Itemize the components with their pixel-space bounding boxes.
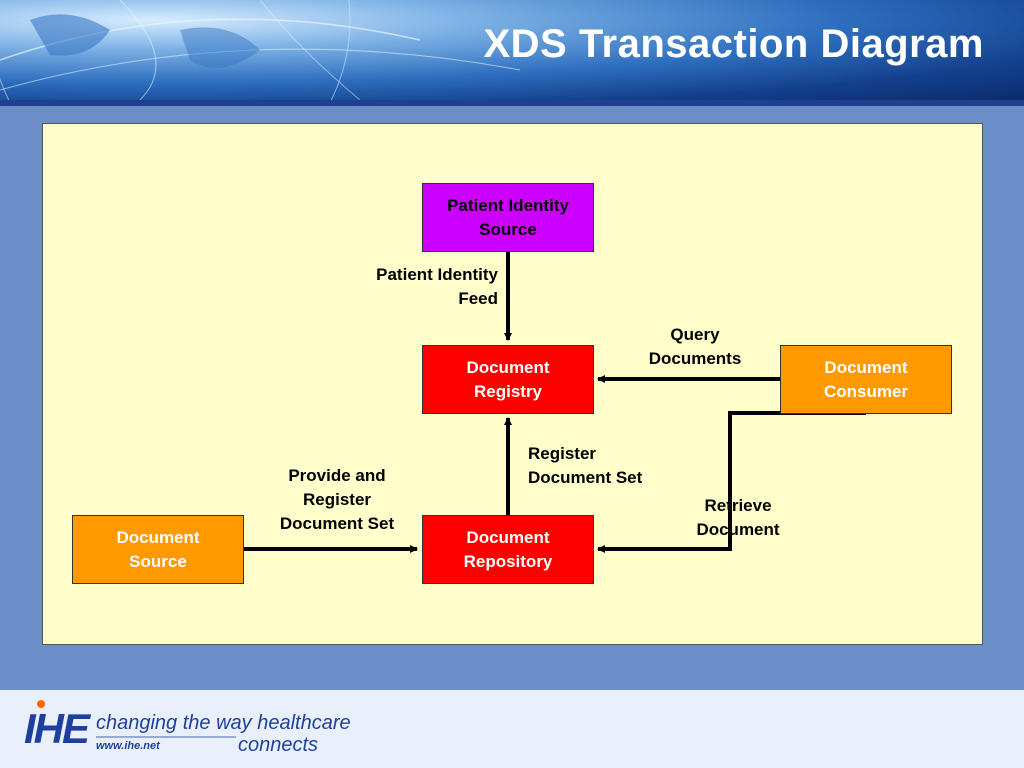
page-title: XDS Transaction Diagram [483, 22, 984, 66]
document-registry-box: Document Registry [422, 345, 594, 414]
patient-identity-source-label: Patient Identity Source [447, 195, 569, 239]
header-divider [0, 100, 1024, 106]
footer-url: www.ihe.net [96, 740, 160, 752]
footer-bar [0, 690, 1024, 768]
retrieve-document-label: Retrieve Document [696, 496, 780, 539]
ihe-logo: IHE [24, 705, 90, 752]
footer-tagline-underline [96, 736, 236, 738]
document-source-box: Document Source [72, 515, 244, 584]
header-banner: XDS Transaction Diagram [0, 0, 1024, 100]
footer-tagline: changing the way healthcare [96, 712, 351, 734]
patient-identity-feed-label: Patient Identity Feed [376, 265, 498, 308]
patient-identity-source-box: Patient Identity Source [422, 183, 594, 252]
document-consumer-label: Document Consumer [823, 357, 909, 401]
document-consumer-box: Document Consumer [780, 345, 952, 414]
query-documents-label: Query Documents [648, 325, 742, 368]
register-document-set-label: Register Document Set [528, 444, 643, 487]
document-registry-label: Document Registry [466, 357, 550, 401]
document-repository-label: Document Repository [463, 527, 553, 571]
provide-and-register-label: Provide and Register Document Set [279, 466, 395, 533]
document-repository-box: Document Repository [422, 515, 594, 584]
globe-graphic [0, 0, 521, 100]
footer-tagline-connects: connects [238, 734, 319, 756]
logo-dot-icon [37, 700, 45, 708]
document-source-label: Document Source [116, 527, 200, 571]
